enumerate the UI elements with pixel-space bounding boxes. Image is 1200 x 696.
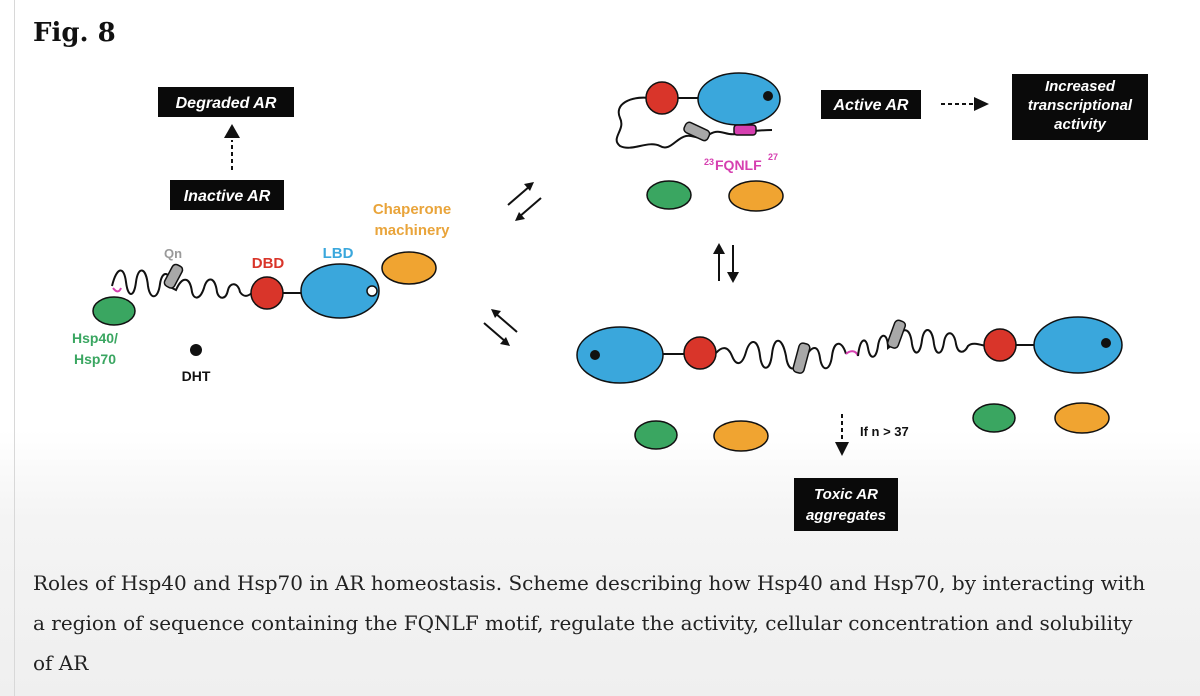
ntd-strand-left bbox=[111, 269, 253, 299]
empty-ligand-pocket bbox=[366, 285, 378, 297]
polyq-helix-dimer-left bbox=[792, 342, 811, 374]
dbd-domain-active bbox=[645, 81, 679, 115]
inactive-ar-label: Inactive AR bbox=[170, 180, 284, 210]
dht-label: DHT bbox=[182, 368, 211, 384]
motif-label: FQNLF bbox=[715, 157, 762, 173]
degraded-ar-label: Degraded AR bbox=[158, 87, 294, 117]
svg-text:aggregates: aggregates bbox=[806, 507, 886, 524]
motif-superscript-end: 27 bbox=[768, 152, 778, 162]
hsp40-hsp70-left bbox=[92, 296, 136, 326]
svg-text:Inactive AR: Inactive AR bbox=[184, 188, 271, 205]
chaperone-machinery bbox=[381, 251, 437, 285]
svg-text:Increased: Increased bbox=[1045, 78, 1116, 95]
ar-homeostasis-diagram: Degraded AR Inactive AR Chaperone machin… bbox=[72, 72, 1148, 531]
svg-text:Degraded AR: Degraded AR bbox=[176, 95, 277, 112]
figure-title: Fig. 8 bbox=[33, 18, 116, 48]
motif-segment-left bbox=[112, 287, 122, 293]
hsp40-hsp70-bottom-left bbox=[634, 420, 678, 450]
hsp40-hsp70-active bbox=[646, 180, 692, 210]
motif-segment-dimer bbox=[845, 350, 859, 357]
figure-caption: Roles of Hsp40 and Hsp70 in AR homeostas… bbox=[33, 571, 1146, 675]
chaperone-label-line1: Chaperone bbox=[373, 201, 451, 218]
degradation-arrow bbox=[224, 124, 240, 170]
dbd-domain-dimer-left bbox=[683, 336, 717, 370]
dbd-domain-left bbox=[250, 276, 284, 310]
lbd-label: LBD bbox=[323, 245, 354, 262]
chaperone-label-line2: machinery bbox=[374, 222, 450, 239]
svg-text:Toxic AR: Toxic AR bbox=[814, 486, 878, 503]
bound-dht-dimer-left bbox=[590, 350, 600, 360]
bound-dht-dimer-right bbox=[1101, 338, 1111, 348]
svg-text:Active AR: Active AR bbox=[833, 97, 909, 114]
svg-text:activity: activity bbox=[1054, 116, 1106, 133]
left-border-line bbox=[14, 0, 15, 696]
ntd-strand-dimer-right bbox=[857, 329, 987, 358]
ntd-strand-active bbox=[615, 96, 773, 149]
lbd-domain-left bbox=[300, 263, 380, 319]
lbd-domain-dimer-right bbox=[1033, 316, 1123, 374]
dht-ligand bbox=[190, 344, 202, 356]
polyq-helix-left bbox=[163, 263, 184, 289]
fqnlf-motif-helix bbox=[733, 124, 757, 136]
chaperone-bottom-right bbox=[1054, 402, 1110, 434]
polyq-helix-active bbox=[683, 121, 711, 142]
equilibrium-arrows-upper bbox=[507, 182, 542, 221]
ntd-strand-dimer-left bbox=[715, 339, 847, 370]
vertical-equilibrium-arrows bbox=[713, 243, 739, 283]
dbd-label: DBD bbox=[252, 255, 285, 272]
qn-label: Qn bbox=[164, 246, 182, 261]
dbd-domain-dimer-right bbox=[983, 328, 1017, 362]
hsp-label-line2: Hsp70 bbox=[74, 351, 116, 367]
chaperone-bottom-left bbox=[713, 420, 769, 452]
toxic-ar-aggregates-label: Toxic AR aggregates bbox=[794, 478, 898, 531]
active-ar-label: Active AR bbox=[821, 90, 921, 119]
polyq-threshold-label: If n > 37 bbox=[860, 424, 909, 439]
bound-dht-active bbox=[763, 91, 773, 101]
polyq-helix-dimer-right bbox=[886, 319, 907, 349]
activation-arrow bbox=[941, 97, 989, 111]
hsp-label-line1: Hsp40/ bbox=[72, 330, 118, 346]
chaperone-active bbox=[728, 180, 784, 212]
aggregation-arrow bbox=[835, 414, 849, 456]
motif-superscript-start: 23 bbox=[704, 157, 714, 167]
hsp40-hsp70-bottom-right bbox=[972, 403, 1016, 433]
increased-transcription-label: Increased transcriptional activity bbox=[1012, 74, 1148, 140]
svg-text:transcriptional: transcriptional bbox=[1028, 97, 1133, 114]
lbd-domain-dimer-left bbox=[576, 326, 664, 384]
equilibrium-arrows-lower bbox=[483, 309, 518, 346]
